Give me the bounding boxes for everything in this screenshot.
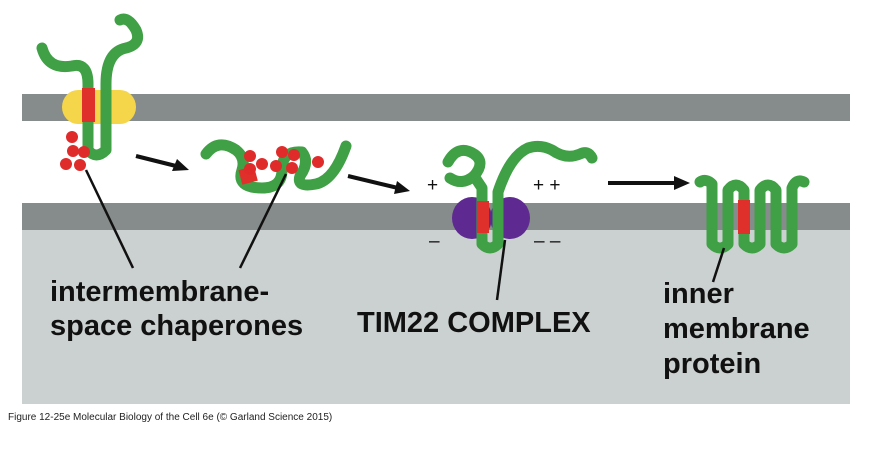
chaperone-subunit [244,150,256,162]
arrow-2-head [394,181,410,194]
chaperone-subunit [286,162,298,174]
label-chaperones-line1: intermembrane- [50,276,270,308]
arrow-1-shaft [135,154,177,168]
chaperone-subunit [244,163,256,175]
precursor-chain-2 [200,139,352,194]
charge-minus-double: – – [534,231,561,252]
chaperone-pointer-1 [84,169,135,269]
inner-membrane-protein-chain [694,174,810,254]
tim22-pointer [495,239,507,301]
chaperone-subunit [312,156,324,168]
hydrophobic-segment-1 [82,88,95,122]
chaperone-subunit [60,158,72,170]
label-protein-line1: inner [663,278,734,310]
figure-caption: Figure 12-25e Molecular Biology of the C… [8,412,333,423]
charge-plus-double: + + [533,175,561,196]
chaperone-subunit [270,160,282,172]
label-chaperones-line2: space chaperones [50,310,304,342]
hydrophobic-segment-3 [477,201,489,233]
arrow-1 [135,154,189,171]
chaperone-cluster-1 [60,131,90,171]
chaperone-subunit [78,146,90,158]
arrow-3 [608,176,690,190]
outer-membrane [22,94,850,121]
label-protein-line2: membrane [663,313,810,345]
chaperone-subunit [288,149,300,161]
precursor-chain-3 [442,140,598,254]
arrow-3-head [674,176,690,190]
arrow-2 [347,174,410,194]
precursor-chain-1 [36,13,144,161]
chaperone-pointer-2 [238,173,288,269]
label-tim22: TIM22 COMPLEX [357,307,591,339]
chaperone-subunit [256,158,268,170]
chaperone-subunit [74,159,86,171]
arrow-2-shaft [347,174,399,190]
chaperone-subunit [66,131,78,143]
label-protein-line3: protein [663,348,762,380]
hydrophobic-segment-4 [738,200,750,234]
charge-minus-single: – [429,231,440,252]
chaperone-cluster-2 [244,146,324,175]
charge-plus-single: + [427,175,439,196]
chaperone-subunit [276,146,288,158]
chaperone-subunit [67,145,79,157]
arrow-1-head [172,159,189,171]
protein-pointer [711,247,726,283]
matrix-region [22,228,850,404]
precursor-chain-3-tail [444,170,480,187]
